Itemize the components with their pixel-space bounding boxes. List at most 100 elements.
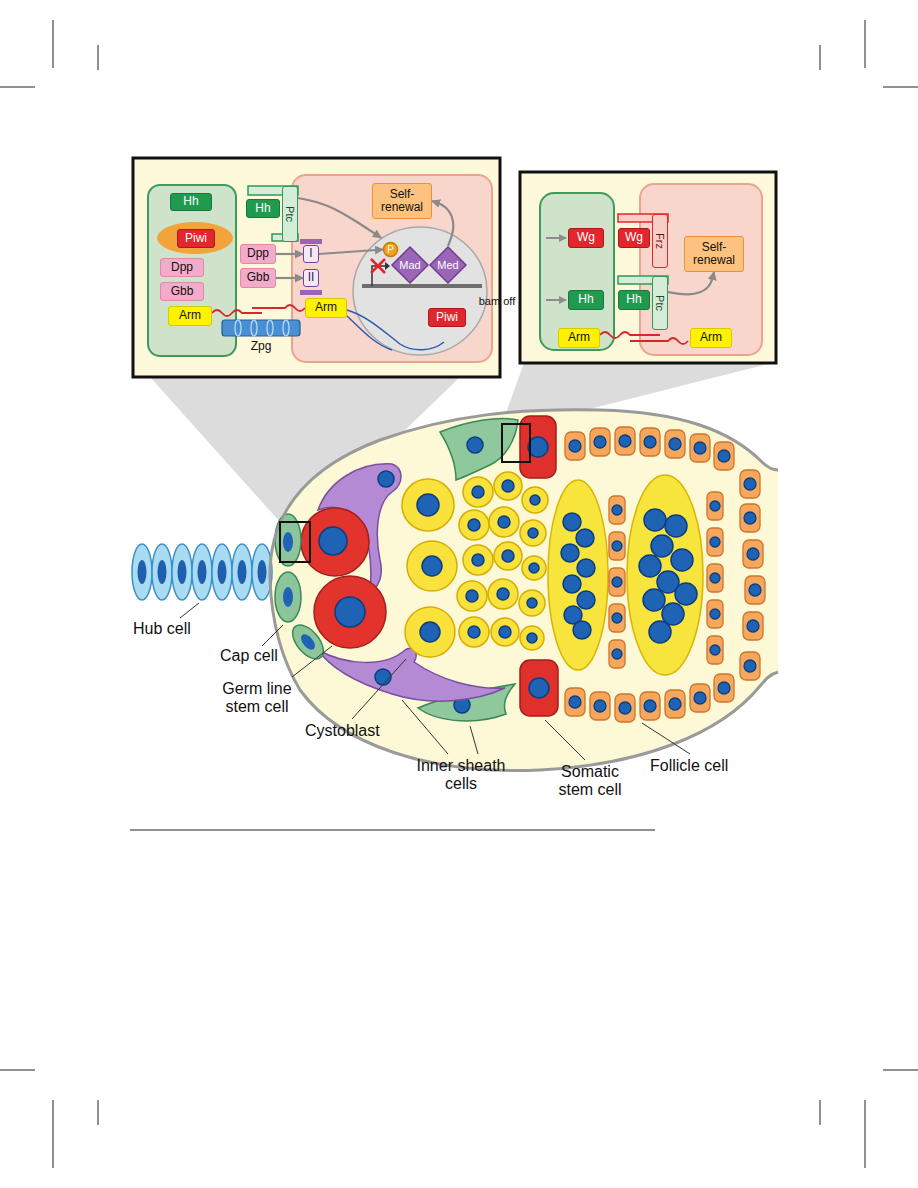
cell-label: Inner sheath cells bbox=[406, 757, 516, 794]
node-text: II bbox=[308, 271, 315, 284]
cyst-cell bbox=[527, 598, 537, 608]
hedgehog-ligand: Hh bbox=[618, 290, 650, 310]
label-box: Follicle cell bbox=[650, 757, 750, 775]
follicle-cell bbox=[707, 564, 723, 592]
phosphate-circle-shape bbox=[384, 243, 398, 257]
zpg-gap-junction bbox=[251, 320, 257, 336]
follicle-cell bbox=[612, 613, 622, 623]
follicle-cell bbox=[744, 512, 756, 524]
left-inset-panel bbox=[133, 158, 500, 377]
left-inset-panel bbox=[157, 222, 233, 254]
transcription-factor-diamond: Med bbox=[429, 246, 467, 284]
follicle-cell bbox=[718, 450, 730, 462]
hedgehog-protein: Hh bbox=[170, 193, 212, 211]
node-text: Hh bbox=[626, 293, 641, 306]
hub-cell bbox=[232, 544, 252, 600]
label-box: Inner sheath cells bbox=[406, 757, 516, 794]
germline-stem-cell bbox=[301, 508, 386, 648]
cap-cell bbox=[287, 620, 330, 665]
cyst-cell bbox=[502, 480, 514, 492]
egg-chamber bbox=[649, 621, 671, 643]
cell-label: Germ line stem cell bbox=[214, 680, 300, 717]
crop-marks bbox=[0, 87, 35, 88]
transcription-factor-diamond-shape bbox=[392, 247, 428, 283]
zoom-frame bbox=[280, 424, 530, 562]
follicle-cell bbox=[590, 428, 610, 456]
somatic-stem-cell bbox=[529, 678, 549, 698]
follicle-cell bbox=[694, 692, 706, 704]
follicle-cell bbox=[707, 528, 723, 556]
node-text: Piwi bbox=[436, 311, 458, 324]
patched-receptor: Ptc bbox=[282, 186, 298, 242]
protein-label: Zpg bbox=[244, 340, 278, 354]
left-inset-panel bbox=[133, 158, 500, 377]
egg-chamber bbox=[639, 509, 697, 643]
somatic-stem-cell bbox=[520, 416, 556, 478]
phosphate-circle: P bbox=[383, 242, 398, 257]
node-text: Dpp bbox=[247, 247, 269, 260]
hub-cell bbox=[258, 560, 267, 584]
node-text: Ptc bbox=[284, 206, 296, 222]
armadillo-protein: Arm bbox=[168, 306, 212, 326]
cyst-cell bbox=[459, 510, 489, 540]
hub-cell bbox=[192, 544, 212, 600]
adherens-junction bbox=[600, 332, 688, 344]
node-text: Self- renewal bbox=[376, 188, 428, 214]
hedgehog-protein: Hh bbox=[568, 290, 604, 310]
crop-marks bbox=[98, 1100, 99, 1125]
cyst-cell bbox=[459, 617, 489, 647]
follicle-cell bbox=[669, 438, 681, 450]
node-text: Arm bbox=[700, 331, 722, 344]
cyst-cell bbox=[472, 486, 484, 498]
zoom-frame bbox=[280, 522, 310, 562]
follicle-cell bbox=[669, 698, 681, 710]
cap-cell bbox=[283, 532, 293, 552]
follicle-cell bbox=[615, 694, 635, 722]
cyst-cell bbox=[498, 516, 510, 528]
germline-stem-cell bbox=[335, 597, 365, 627]
hub-cell bbox=[132, 544, 272, 600]
follicle-cell bbox=[710, 609, 720, 619]
frizzled-receptor: Frz bbox=[652, 214, 668, 268]
zpg-gap-junction bbox=[267, 320, 273, 336]
patched-receptor: Ptc bbox=[652, 276, 668, 330]
follicle-cell bbox=[665, 690, 685, 718]
follicle-cell bbox=[565, 432, 585, 460]
label-box: Germ line stem cell bbox=[214, 680, 300, 717]
node-text: I bbox=[309, 247, 312, 260]
node-text: Arm bbox=[315, 301, 337, 314]
follicle-cell bbox=[644, 436, 656, 448]
zpg-gap-junction bbox=[283, 320, 289, 336]
follicle-cell bbox=[609, 496, 625, 524]
repression-cross bbox=[371, 259, 385, 273]
follicle-cell bbox=[707, 600, 723, 628]
follicle-cell bbox=[640, 428, 660, 456]
node-text: Wg bbox=[625, 231, 643, 244]
cyst-cell bbox=[502, 550, 514, 562]
right-inset-panel bbox=[520, 172, 776, 363]
egg-chamber bbox=[576, 529, 594, 547]
node-text: Gbb bbox=[171, 285, 194, 298]
transcription-factor-diamond: Mad bbox=[391, 246, 429, 284]
inner-sheath-cell bbox=[375, 669, 391, 685]
cyst-cell bbox=[405, 607, 455, 657]
follicle-cell bbox=[569, 440, 581, 452]
node-text: Hh bbox=[255, 202, 270, 215]
signal-arrow bbox=[276, 253, 303, 255]
cap-cell bbox=[275, 572, 301, 622]
hub-cell bbox=[158, 560, 167, 584]
follicle-cell bbox=[565, 427, 765, 722]
follicle-cell bbox=[707, 492, 723, 520]
hub-cell bbox=[212, 544, 232, 600]
follicle-cell bbox=[740, 652, 760, 680]
follicle-cell bbox=[665, 430, 685, 458]
label-box: Zpg bbox=[244, 340, 278, 354]
germline-stem-cell bbox=[301, 508, 369, 576]
leader-line bbox=[470, 726, 478, 754]
signal-arrow bbox=[546, 299, 566, 301]
follicle-cell bbox=[594, 700, 606, 712]
follicle-cell bbox=[747, 620, 759, 632]
cyst-cell bbox=[463, 477, 493, 507]
